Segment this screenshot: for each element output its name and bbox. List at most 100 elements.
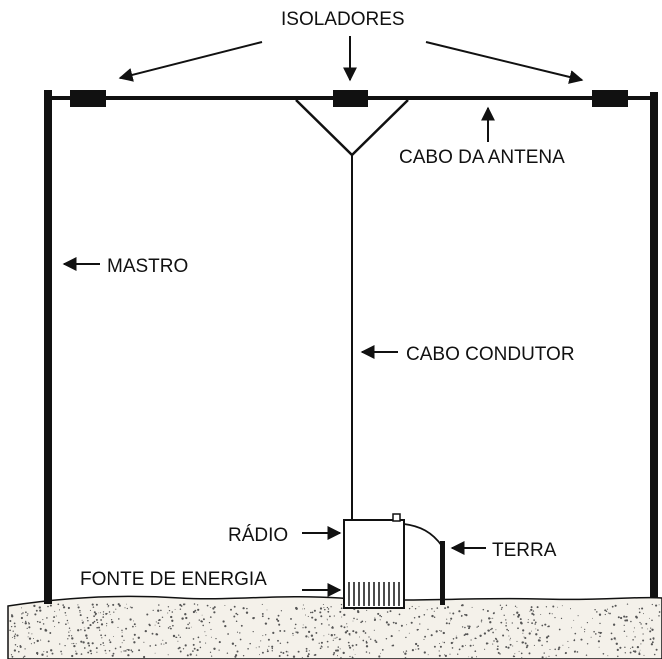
ground-speckle (113, 611, 115, 613)
ground-speckle (378, 655, 381, 658)
ground-speckle (320, 645, 323, 647)
ground-speckle (638, 651, 640, 653)
ground-speckle (172, 624, 174, 627)
ground-speckle (361, 620, 364, 623)
ground-speckle (468, 625, 471, 628)
ground-speckle (10, 654, 13, 656)
ground-speckle (390, 635, 393, 638)
ground-speckle (261, 615, 264, 618)
ground-speckle (533, 619, 535, 621)
ground-speckle (556, 606, 558, 608)
ground-speckle (177, 640, 179, 642)
ground-speckle (617, 616, 620, 619)
ground-speckle (505, 624, 507, 627)
ground-speckle (374, 618, 377, 621)
ground-speckle (573, 619, 575, 621)
ground-speckle (414, 642, 418, 646)
ground-speckle (543, 652, 545, 654)
ground-speckle (26, 627, 28, 630)
ground-speckle (109, 614, 111, 615)
ground-speckle (103, 644, 105, 647)
ground-speckle (445, 622, 448, 625)
ground-speckle (458, 648, 461, 651)
ground-speckle (444, 607, 447, 610)
ground-speckle (93, 615, 95, 618)
ground-speckle (642, 633, 644, 635)
ground-speckle (634, 650, 637, 653)
ground-speckle (210, 636, 212, 638)
ground-speckle (301, 656, 303, 659)
ground-speckle (613, 637, 616, 640)
ground-speckle (497, 651, 500, 654)
ground-speckle (68, 634, 70, 637)
ground-speckle (13, 622, 16, 625)
ground-speckle (639, 649, 641, 651)
ground-speckle (65, 623, 67, 626)
ground-speckle (90, 652, 93, 655)
ground-speckle (398, 613, 401, 616)
ground-speckle (574, 638, 576, 640)
ground-speckle (39, 621, 41, 624)
ground-speckle (82, 641, 85, 644)
power-supply-vents (348, 582, 400, 606)
ground-speckle (27, 613, 29, 615)
ground-speckle (355, 631, 358, 634)
ground-speckle (440, 630, 442, 632)
ground-speckle (658, 615, 660, 617)
ground-speckle (67, 606, 70, 610)
ground-speckle (623, 630, 626, 633)
ground-speckle (356, 618, 358, 620)
ground-speckle (119, 646, 122, 648)
label-terra: TERRA (492, 540, 557, 561)
ground-speckle (213, 606, 216, 609)
ground-speckle (470, 639, 472, 641)
ground-speckle (467, 625, 469, 627)
ground-speckle (475, 656, 478, 658)
ground-speckle (102, 613, 105, 615)
ground-speckle (64, 644, 66, 647)
ground-speckle (328, 624, 330, 626)
ground-speckle (294, 627, 296, 630)
ground-speckle (435, 630, 438, 633)
ground-speckle (353, 649, 354, 651)
ground-speckle (107, 605, 110, 607)
ground-speckle (362, 639, 365, 642)
ground-speckle (333, 634, 336, 636)
ground-speckle (205, 642, 207, 644)
ground-speckle (154, 624, 156, 626)
ground-speckle (73, 644, 76, 648)
ground-speckle (519, 618, 522, 621)
ground-speckle (80, 653, 83, 655)
ground-speckle (305, 614, 306, 616)
ground-speckle (574, 632, 577, 635)
ground-speckle (391, 645, 393, 647)
ground-speckle (562, 644, 564, 646)
ground-speckle (557, 648, 560, 651)
ground-speckle (318, 642, 320, 644)
ground-speckle (468, 627, 470, 630)
ground-speckle (339, 610, 342, 613)
ground-speckle (565, 651, 567, 654)
ground-texture (9, 603, 661, 659)
ground-speckle (653, 639, 655, 641)
ground-speckle (283, 630, 286, 632)
ground-speckle (148, 623, 151, 626)
ground-speckle (46, 617, 48, 619)
ground-speckle (607, 655, 609, 657)
ground-speckle (255, 647, 257, 649)
ground-speckle (442, 641, 444, 643)
ground-speckle (488, 617, 491, 620)
ground-speckle (426, 609, 428, 611)
ground-speckle (346, 623, 348, 625)
ground-speckle (457, 653, 459, 655)
ground-speckle (296, 631, 299, 634)
ground-speckle (131, 650, 134, 653)
ground-speckle (157, 609, 160, 612)
ground-speckle (133, 641, 136, 644)
ground-speckle (66, 619, 69, 622)
ground-speckle (605, 610, 608, 613)
ground-speckle (195, 654, 198, 656)
ground-speckle (507, 630, 509, 632)
ground-speckle (655, 648, 658, 651)
ground-speckle (192, 638, 195, 640)
